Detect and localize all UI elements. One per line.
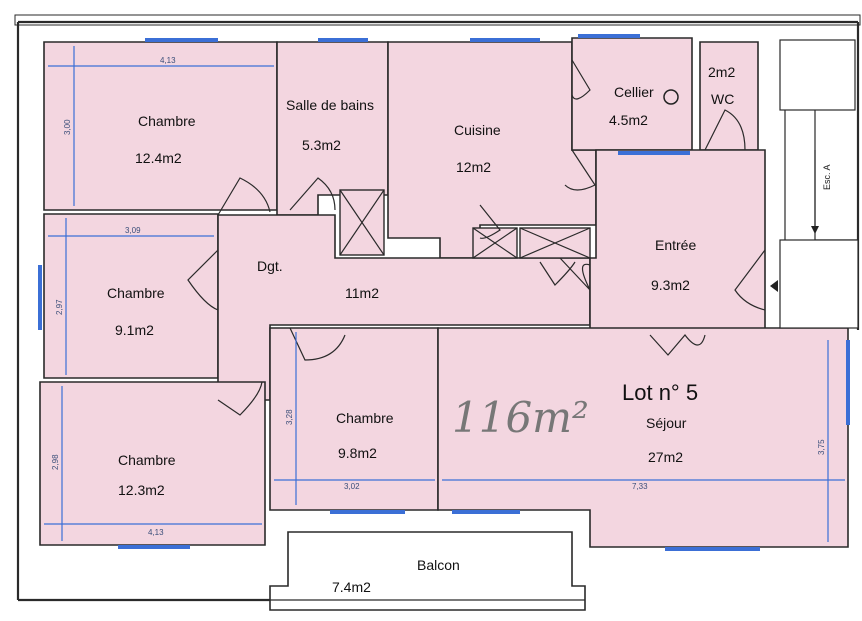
area-wc: 2m2: [708, 64, 735, 80]
dim-chambre-3: [44, 386, 262, 541]
area-cellier: 4.5m2: [609, 112, 648, 128]
dim-sejour-width: 7,33: [632, 482, 648, 491]
dim-chambre-2: [48, 218, 214, 375]
dim-chambre-4-height: 3,28: [285, 409, 294, 425]
door-wc: [704, 109, 746, 151]
label-sejour: Séjour: [646, 415, 687, 431]
outer-wall-band: [14, 14, 861, 26]
lot-label: Lot n° 5: [622, 380, 698, 405]
circle-icon: [663, 89, 679, 105]
dim-chambre-4-width: 3,02: [344, 482, 360, 491]
door-chambre-4: [289, 327, 346, 361]
label-entree: Entrée: [655, 237, 696, 253]
label-chambre-4: Chambre: [336, 410, 394, 426]
label-cellier: Cellier: [614, 84, 654, 100]
area-chambre-3: 12.3m2: [118, 482, 165, 498]
area-chambre-2: 9.1m2: [115, 322, 154, 338]
room-salle-de-bains: [276, 41, 389, 216]
dim-chambre-3-height: 2,98: [51, 454, 60, 470]
label-chambre-2: Chambre: [107, 285, 165, 301]
door-salle-de-bains: [289, 177, 336, 211]
label-chambre-1: Chambre: [138, 113, 196, 129]
dim-chambre-3-width: 4,13: [148, 528, 164, 537]
area-entree: 9.3m2: [651, 277, 690, 293]
area-chambre-4: 9.8m2: [338, 445, 377, 461]
dim-chambre-2-height: 2,97: [55, 299, 64, 315]
door-chambre-3: [217, 381, 263, 416]
escalier-label: Esc. A: [822, 164, 832, 190]
dim-sejour-height: 3,75: [817, 439, 826, 455]
area-dgt: 11m2: [345, 285, 379, 301]
label-salle-de-bains: Salle de bains: [286, 97, 374, 113]
door-chambre-1: [217, 177, 271, 216]
door-entree-cuisine: [564, 149, 596, 191]
door-cuisine-duct: [479, 204, 501, 239]
label-dgt: Dgt.: [257, 258, 283, 274]
room-chambre-3: [39, 381, 266, 546]
room-balcon: [269, 531, 586, 611]
dim-chambre-4: [274, 332, 435, 505]
label-wc: WC: [711, 91, 734, 107]
door-dgt-duct: [539, 261, 576, 286]
label-cuisine: Cuisine: [454, 122, 501, 138]
label-balcon: Balcon: [417, 557, 460, 573]
room-cuisine: [387, 41, 597, 259]
outer-wall: [16, 20, 860, 602]
area-sejour: 27m2: [648, 449, 683, 465]
door-sejour: [649, 334, 706, 356]
door-main-entrance: [734, 249, 766, 311]
stair-arrow-head: [811, 226, 819, 234]
landing: [779, 239, 859, 329]
dim-chambre-1: [48, 46, 274, 206]
dim-chambre-1-height: 3,00: [63, 119, 72, 135]
dim-chambre-2-width: 3,09: [125, 226, 141, 235]
door-chambre-2: [187, 249, 219, 311]
dim-chambre-1-width: 4,13: [160, 56, 176, 65]
door-cuisine: [559, 257, 591, 291]
entrance-arrow-icon: [770, 280, 778, 292]
area-salle-de-bains: 5.3m2: [302, 137, 341, 153]
duct-3: [519, 227, 591, 259]
dim-sejour: [442, 340, 845, 542]
handwritten-total-area: 116m²: [452, 393, 589, 442]
area-chambre-1: 12.4m2: [135, 150, 182, 166]
door-cellier: [571, 59, 591, 100]
duct-1: [339, 189, 385, 256]
area-cuisine: 12m2: [456, 159, 491, 175]
label-chambre-3: Chambre: [118, 452, 176, 468]
stair-box: [779, 39, 856, 111]
area-balcon: 7.4m2: [332, 579, 371, 595]
